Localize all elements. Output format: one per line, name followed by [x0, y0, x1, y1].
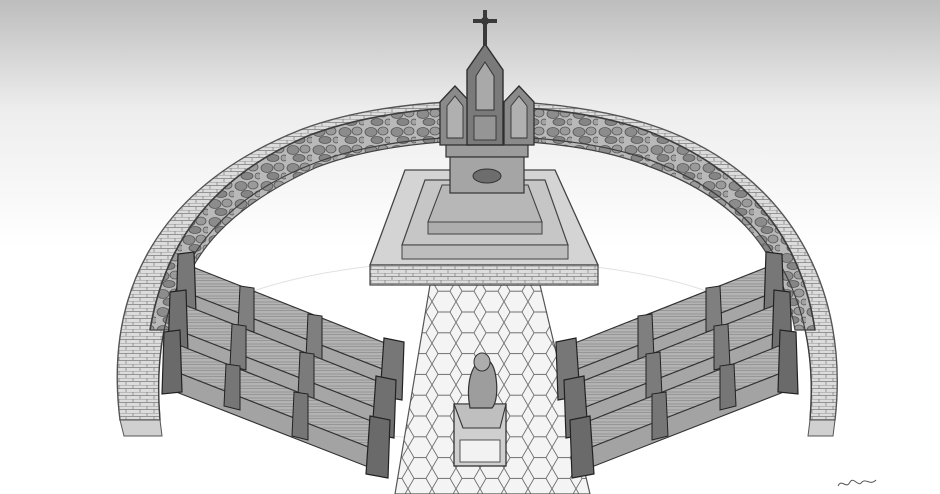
pew-right-front: [569, 329, 799, 479]
kneeling-statue-on-pedestal: [453, 352, 507, 467]
artist-signature: [837, 479, 877, 487]
pew-left-front: [161, 329, 391, 479]
altar-triptych: [439, 42, 535, 146]
cross-icon: [473, 10, 497, 46]
pews-left: [161, 251, 405, 479]
pews-right: [555, 251, 799, 479]
altar-table: [445, 142, 529, 194]
stepped-platform: [369, 169, 600, 286]
